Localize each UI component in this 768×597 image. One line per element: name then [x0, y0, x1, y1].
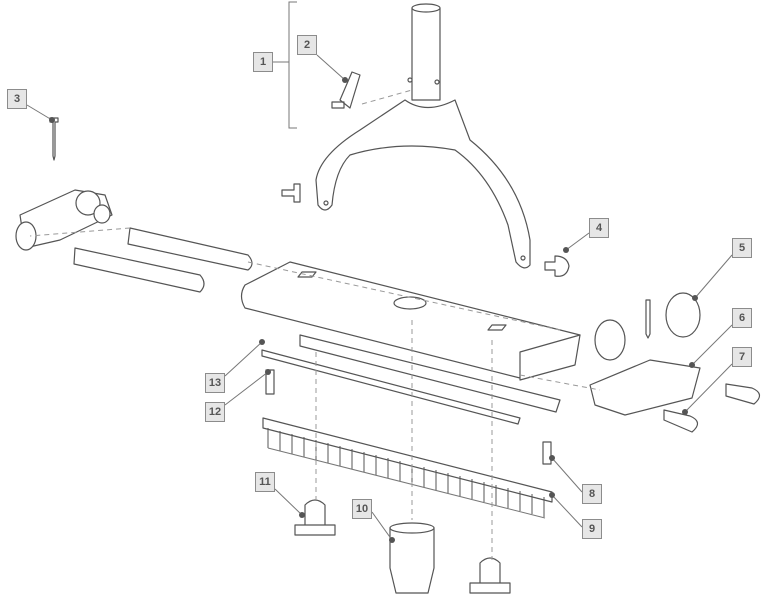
mount-clip — [294, 499, 336, 536]
callout-6: 6 — [732, 308, 752, 328]
spring — [542, 441, 552, 465]
rod — [73, 247, 205, 293]
axle-pin — [725, 383, 761, 405]
callout-2: 2 — [297, 35, 317, 55]
callout-12: 12 — [205, 402, 225, 422]
spring — [265, 369, 275, 395]
callout-7: 7 — [732, 347, 752, 367]
strip — [261, 349, 521, 425]
handle-pin-right — [544, 255, 570, 277]
vacuum-adapter — [389, 527, 435, 594]
brush-body — [240, 261, 581, 381]
callout-1: 1 — [253, 52, 273, 72]
brush-strip — [262, 417, 553, 519]
group-bracket — [273, 1, 297, 129]
rod — [127, 227, 253, 271]
handle-clip — [331, 71, 361, 109]
side-bracket-right — [589, 359, 701, 416]
mount-clip — [469, 557, 511, 594]
callout-8: 8 — [582, 484, 602, 504]
wheel — [665, 292, 701, 338]
screw — [645, 299, 651, 339]
screw — [49, 117, 59, 161]
callout-13: 13 — [205, 373, 225, 393]
callout-11: 11 — [255, 472, 275, 492]
wheel — [594, 319, 626, 361]
callout-4: 4 — [589, 218, 609, 238]
handle-pin-left — [281, 183, 301, 203]
callout-9: 9 — [582, 519, 602, 539]
leader-lines — [26, 54, 733, 543]
handle — [315, 3, 531, 269]
strip — [299, 334, 561, 413]
callout-10: 10 — [352, 499, 372, 519]
callout-3: 3 — [7, 89, 27, 109]
axle-pin — [663, 409, 699, 433]
callout-5: 5 — [732, 238, 752, 258]
